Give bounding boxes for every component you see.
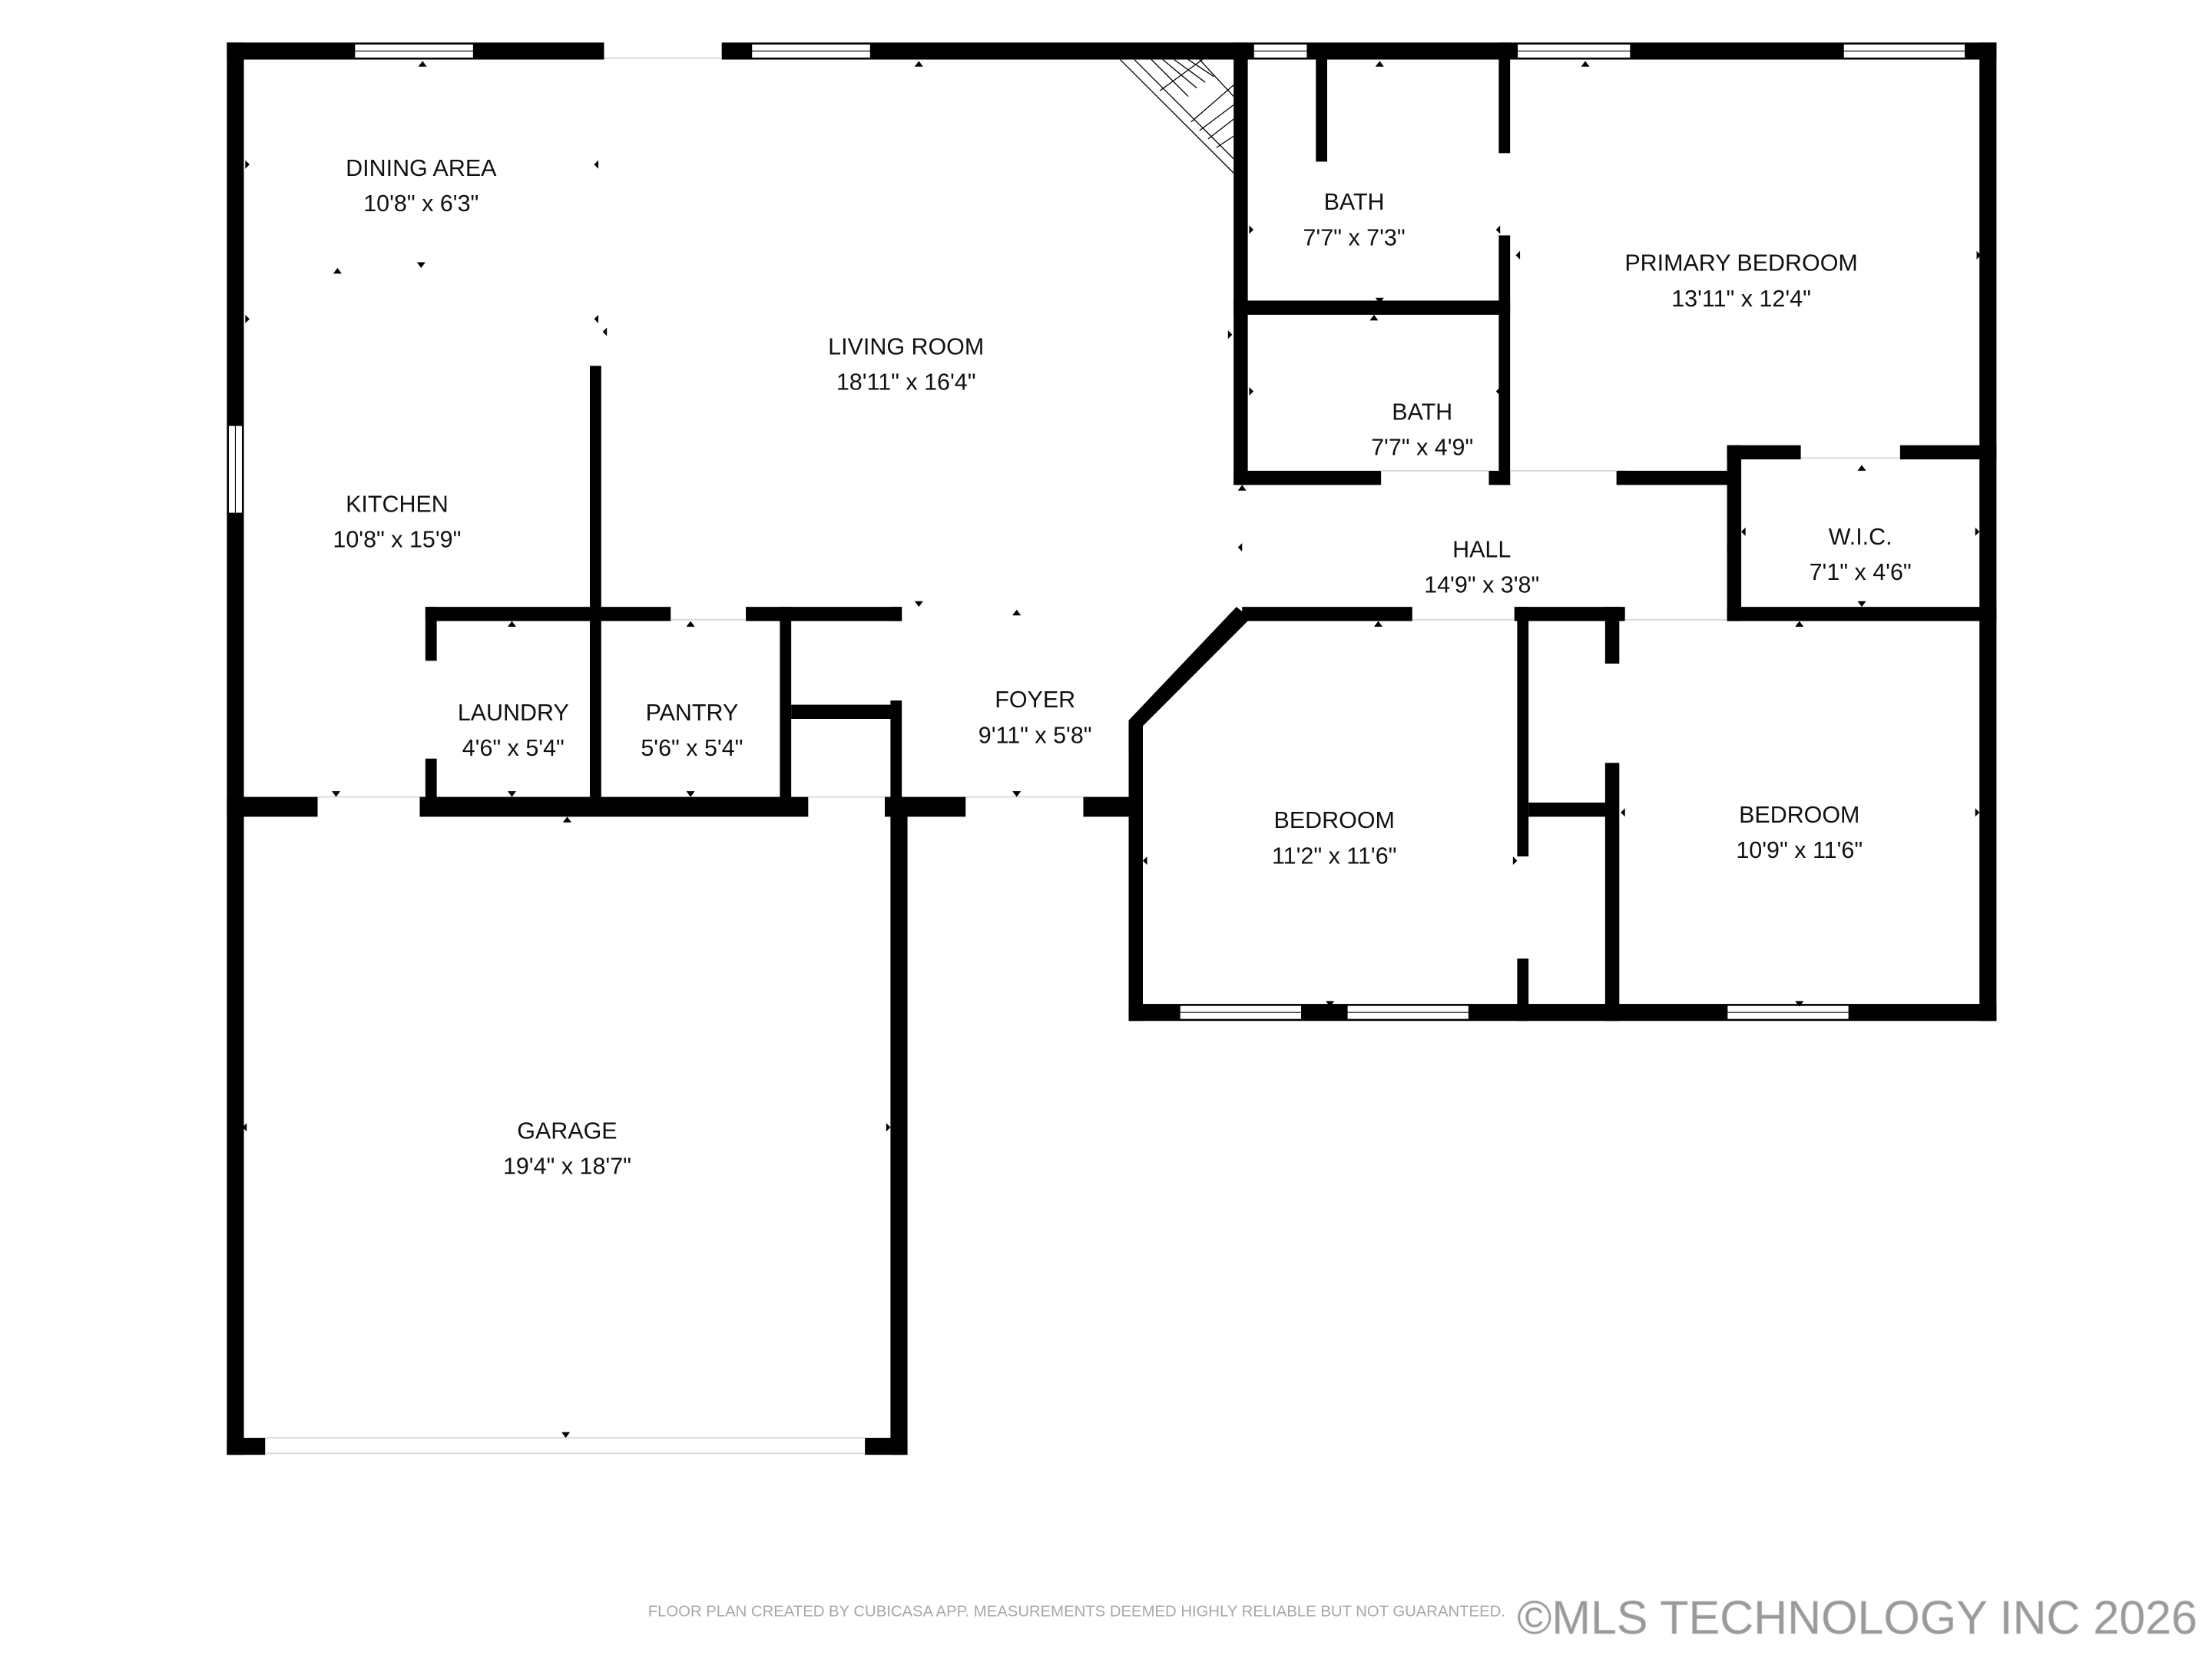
room-name: BATH <box>1324 189 1385 215</box>
room-garage: GARAGE 19'4" x 18'7" <box>503 1118 631 1179</box>
room-dimensions: 9'11" x 5'8" <box>979 722 1092 748</box>
openings <box>265 57 1900 1455</box>
window-living <box>750 43 872 59</box>
room-primary-bedroom: PRIMARY BEDROOM 13'11" x 12'4" <box>1624 250 1857 312</box>
window-bedroom1-b <box>1346 1005 1470 1021</box>
room-dimensions: 5'6" x 5'4" <box>641 735 743 761</box>
room-dimensions: 7'1" x 4'6" <box>1810 559 1912 585</box>
room-dimensions: 19'4" x 18'7" <box>503 1154 631 1180</box>
window-kitchen <box>227 425 243 515</box>
room-name: LIVING ROOM <box>828 334 984 360</box>
room-bath-1: BATH 7'7" x 7'3" <box>1303 189 1405 250</box>
copyright-watermark: ©MLS TECHNOLOGY INC 2026 <box>1517 1591 2197 1644</box>
room-bedroom-1: BEDROOM 11'2" x 11'6" <box>1272 807 1397 869</box>
window-primary-1 <box>1516 43 1631 59</box>
room-dimensions: 7'7" x 4'9" <box>1371 435 1473 461</box>
room-name: HALL <box>1452 537 1511 563</box>
window-bath <box>1253 43 1308 59</box>
room-laundry: LAUNDRY 4'6" x 5'4" <box>458 700 569 761</box>
room-dimensions: 11'2" x 11'6" <box>1272 843 1397 869</box>
room-name: DINING AREA <box>346 155 497 181</box>
window-bedroom1-a <box>1179 1005 1303 1021</box>
room-dimensions: 10'8" x 15'9" <box>333 527 461 553</box>
room-name: BEDROOM <box>1739 802 1859 828</box>
room-dimensions: 10'9" x 11'6" <box>1736 837 1863 863</box>
room-hall: HALL 14'9" x 3'8" <box>1424 537 1539 598</box>
room-name: PRIMARY BEDROOM <box>1624 250 1857 276</box>
stairs-icon <box>1120 59 1234 174</box>
room-dining-area: DINING AREA 10'8" x 6'3" <box>346 155 497 217</box>
room-dimensions: 13'11" x 12'4" <box>1671 286 1811 312</box>
room-dimensions: 7'7" x 7'3" <box>1303 224 1405 250</box>
window-bedroom2 <box>1726 1005 1850 1021</box>
room-dimensions: 14'9" x 3'8" <box>1424 572 1539 598</box>
window-dining <box>353 43 475 59</box>
room-dimensions: 18'11" x 16'4" <box>836 369 976 396</box>
room-name: BEDROOM <box>1274 807 1395 833</box>
room-name: BATH <box>1392 399 1452 425</box>
room-name: W.I.C. <box>1829 524 1892 550</box>
room-name: LAUNDRY <box>458 700 569 726</box>
room-dimensions: 10'8" x 6'3" <box>363 190 478 217</box>
walls <box>227 42 1997 1455</box>
room-bedroom-2: BEDROOM 10'9" x 11'6" <box>1736 802 1863 863</box>
room-foyer: FOYER 9'11" x 5'8" <box>979 687 1092 748</box>
room-name: FOYER <box>995 687 1075 713</box>
room-living-room: LIVING ROOM 18'11" x 16'4" <box>828 334 984 396</box>
room-kitchen: KITCHEN 10'8" x 15'9" <box>333 491 461 552</box>
room-name: PANTRY <box>646 700 739 726</box>
room-name: GARAGE <box>517 1118 617 1144</box>
measurement-markers <box>242 61 1982 1438</box>
window-primary-2 <box>1843 43 1966 59</box>
room-name: KITCHEN <box>346 491 449 517</box>
disclaimer-text: FLOOR PLAN CREATED BY CUBICASA APP. MEAS… <box>648 1604 1505 1621</box>
room-dimensions: 4'6" x 5'4" <box>462 735 565 761</box>
room-pantry: PANTRY 5'6" x 5'4" <box>641 700 743 761</box>
room-wic: W.I.C. 7'1" x 4'6" <box>1810 524 1912 585</box>
room-bath-2: BATH 7'7" x 4'9" <box>1371 399 1473 460</box>
windows <box>227 43 1966 1021</box>
